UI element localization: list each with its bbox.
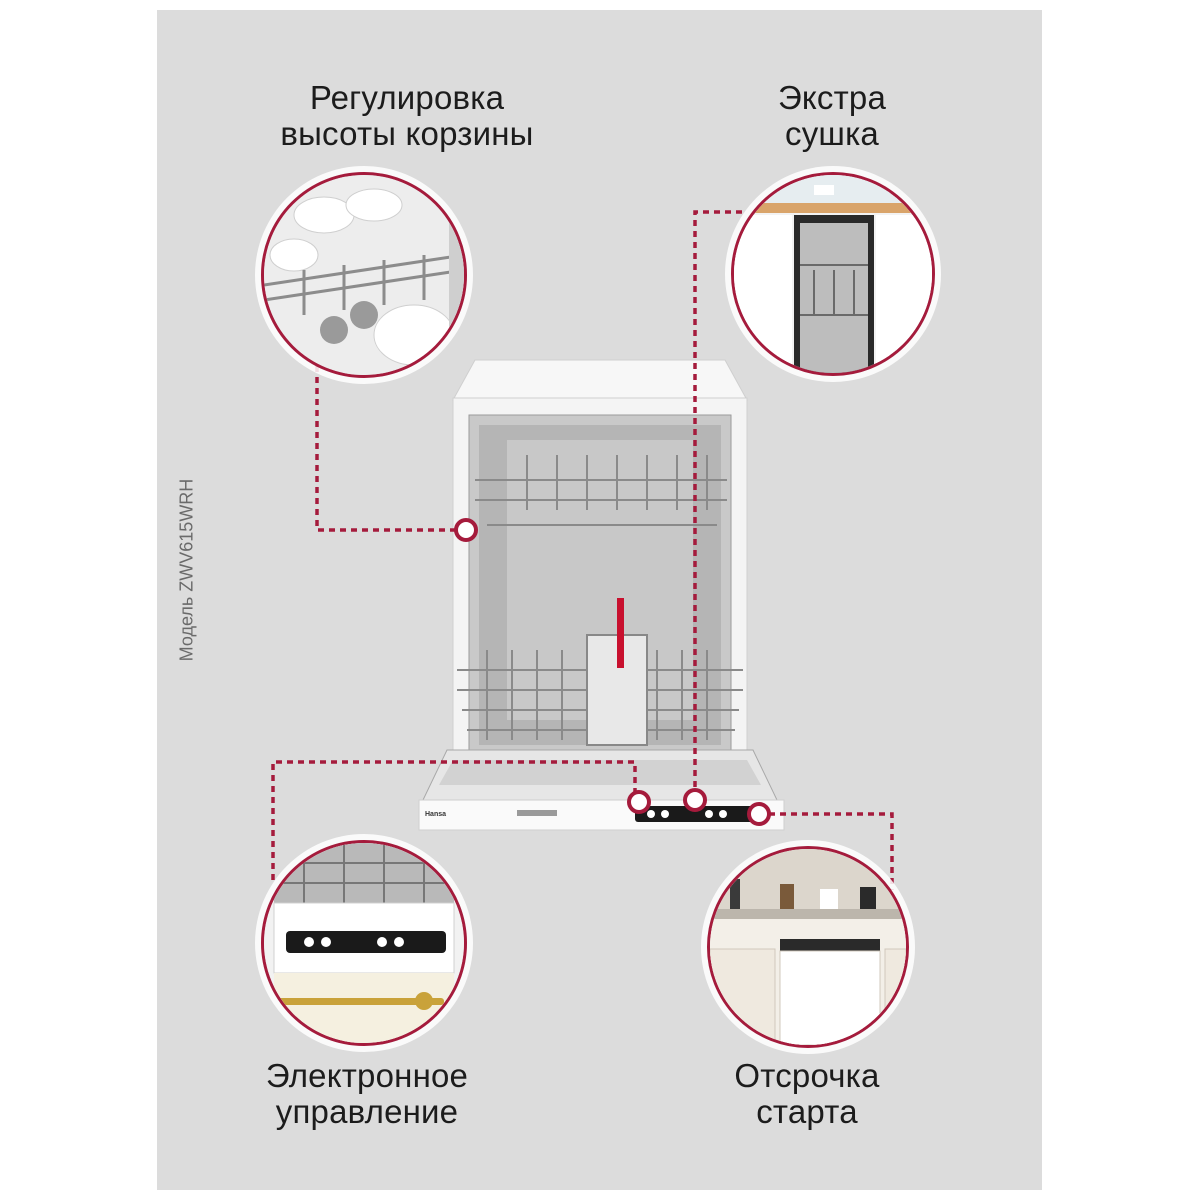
control-panel-image — [261, 840, 467, 1046]
heading-line: Экстра — [777, 79, 887, 116]
heading-line: Электронное — [265, 1057, 469, 1094]
feature-heading-basket-height: Регулировка высоты корзины — [197, 80, 617, 152]
brand-logo: Hansa — [425, 811, 447, 818]
marker-delay — [747, 802, 771, 826]
heading-line: Отсрочка — [734, 1057, 880, 1094]
kitchen-interior-image — [707, 846, 909, 1048]
feature-heading-delay-start: Отсрочка старта — [677, 1058, 937, 1130]
connector-lines — [271, 210, 894, 890]
heading-line: старта — [756, 1093, 858, 1130]
dishwasher-image — [418, 359, 785, 831]
marker-control — [627, 790, 651, 814]
basket-detail-image — [261, 172, 467, 378]
heading-line: Регулировка — [309, 79, 505, 116]
marker-basket — [454, 518, 478, 542]
feature-heading-electronic-control: Электронное управление — [197, 1058, 537, 1130]
heading-line: управление — [275, 1093, 459, 1130]
marker-extra-dry — [683, 788, 707, 812]
kitchen-dishwasher-image — [731, 172, 935, 376]
heading-line: сушка — [785, 115, 879, 152]
feature-heading-extra-dry: Экстра сушка — [717, 80, 947, 152]
product-infographic: Регулировка высоты корзины Экстра сушка … — [157, 10, 1042, 1190]
heading-line: высоты корзины — [280, 115, 534, 152]
